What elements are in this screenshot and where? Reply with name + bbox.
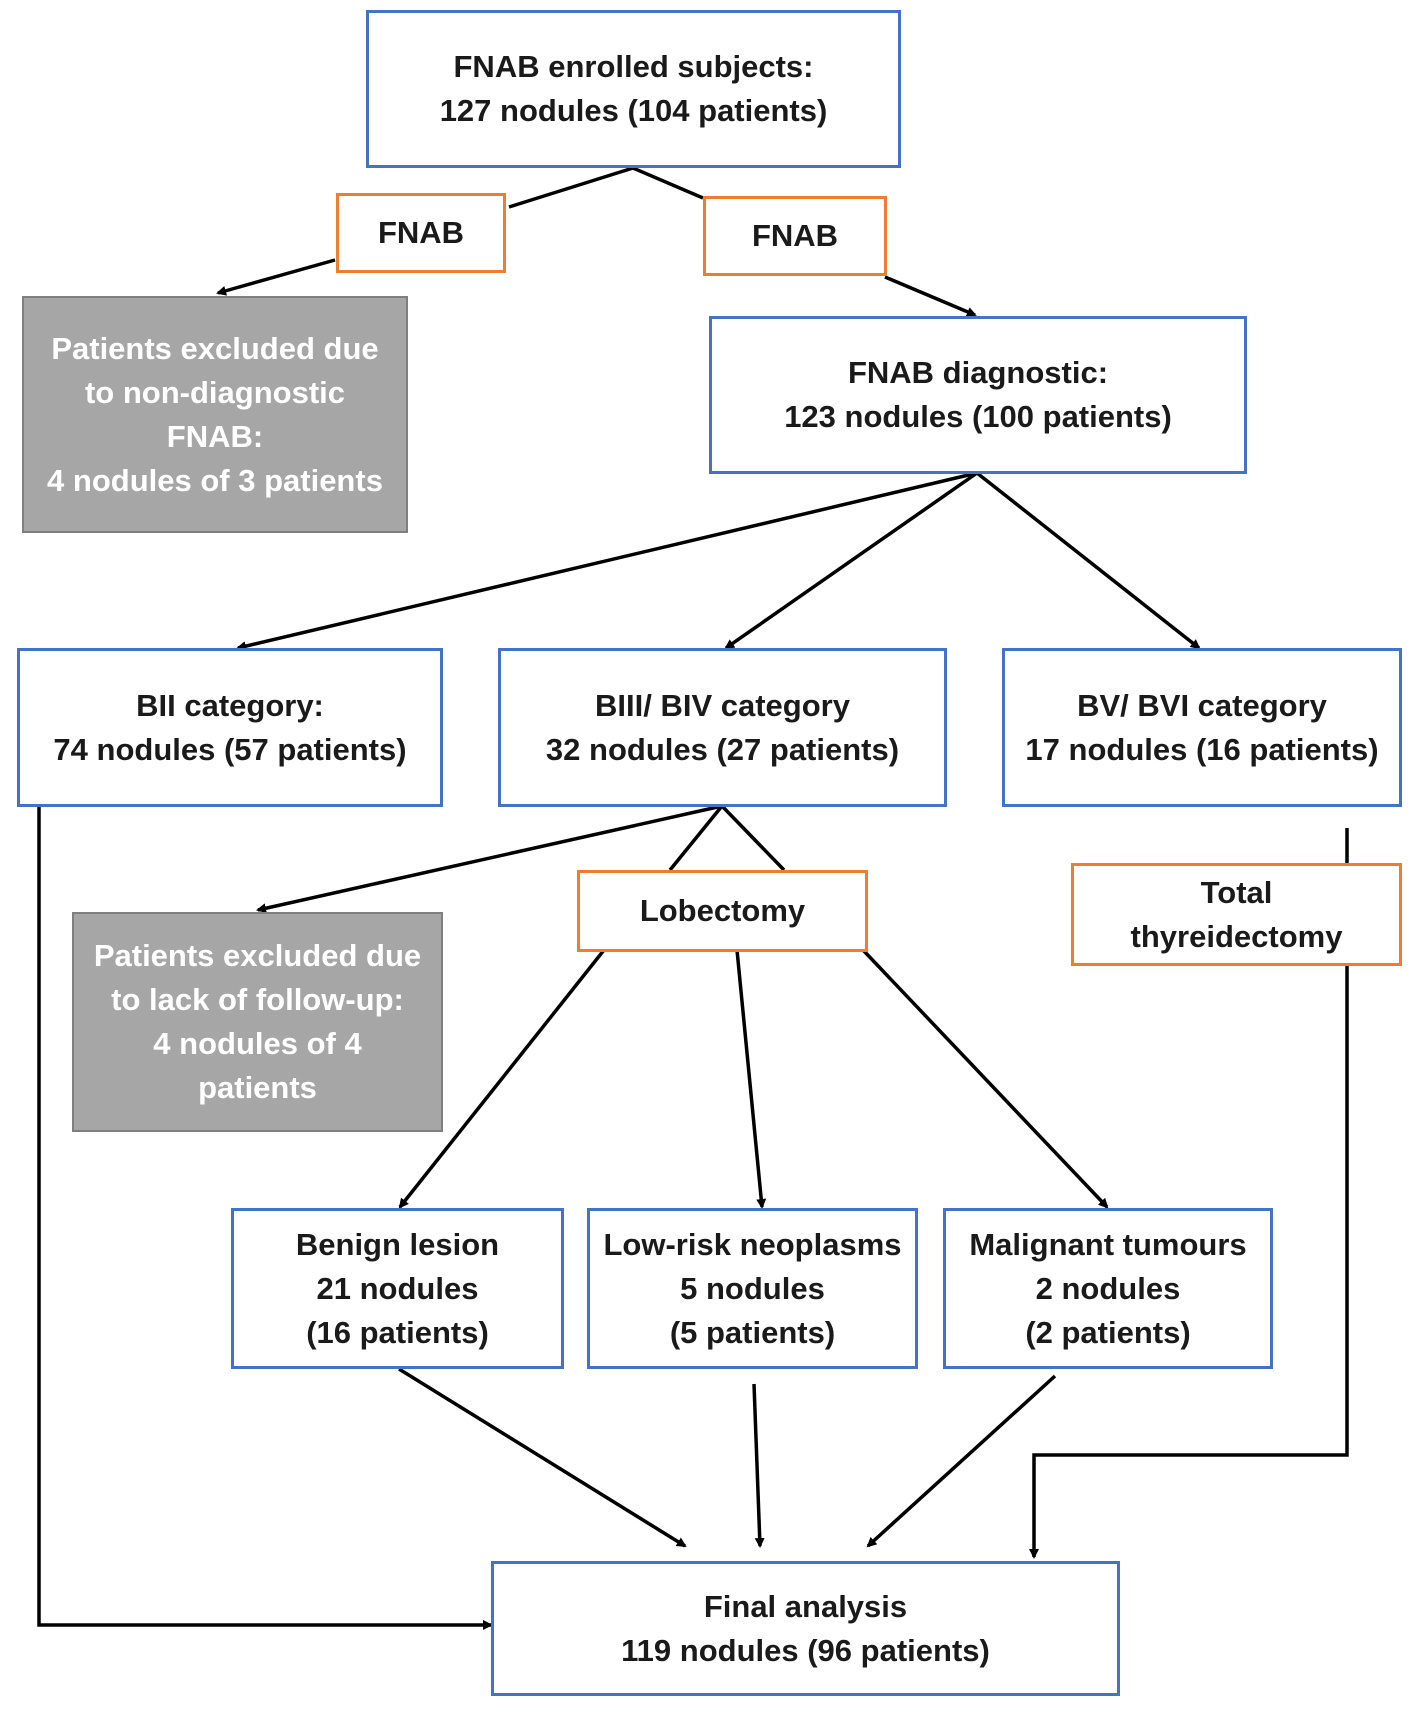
excluded-nondiagnostic-line-1: Patients excluded due <box>51 330 379 366</box>
excluded-followup-line-2: to lack of follow-up: <box>111 982 404 1017</box>
biii-biv-line-2: 32 nodules (27 patients) <box>545 731 900 767</box>
malignant-tumours-box: Malignant tumours 2 nodules (2 patients) <box>943 1208 1273 1369</box>
diagnostic-line-1: FNAB diagnostic: <box>847 355 1109 390</box>
fnab-right-label: FNAB <box>751 218 839 253</box>
connector-biii-to-lobectomy-right <box>720 804 786 872</box>
arrow-to-biii-biv <box>724 471 979 650</box>
low-risk-line-3: (5 patients) <box>669 1314 836 1350</box>
lobectomy-box: Lobectomy <box>577 870 868 952</box>
bv-bvi-category-box: BV/ BVI category 17 nodules (16 patients… <box>1002 648 1402 807</box>
arrow-total-to-final <box>1029 965 1349 1559</box>
connector-biii-to-lobectomy-left <box>668 804 724 872</box>
lobectomy-label: Lobectomy <box>639 893 806 928</box>
excluded-nondiagnostic-box: Patients excluded due to non-diagnostic … <box>22 296 408 533</box>
arrow-to-excluded-followup <box>256 804 723 914</box>
excluded-followup-line-1: Patients excluded due <box>93 938 422 973</box>
malignant-line-1: Malignant tumours <box>969 1226 1247 1262</box>
arrow-to-diagnostic <box>884 275 977 317</box>
diagnostic-line-2: 123 nodules (100 patients) <box>784 399 1172 434</box>
total-thyreidectomy-box: Total thyreidectomy <box>1071 863 1402 966</box>
low-risk-line-1: Low-risk neoplasms <box>603 1226 902 1262</box>
arrow-to-malignant <box>861 948 1109 1209</box>
final-line-1: Final analysis <box>703 1588 908 1624</box>
malignant-line-3: (2 patients) <box>1025 1314 1191 1350</box>
diagnostic-box: FNAB diagnostic: 123 nodules (100 patien… <box>709 316 1247 474</box>
fnab-right-box: FNAB <box>703 196 887 276</box>
bv-bvi-line-2: 17 nodules (16 patients) <box>1025 731 1379 767</box>
connector-enrolled-to-fnab-right <box>632 166 704 200</box>
benign-line-2: 21 nodules <box>316 1270 479 1306</box>
arrow-benign-to-final <box>398 1367 687 1548</box>
final-analysis-box: Final analysis 119 nodules (96 patients) <box>491 1561 1120 1696</box>
low-risk-neoplasms-box: Low-risk neoplasms 5 nodules (5 patients… <box>587 1208 918 1369</box>
low-risk-line-2: 5 nodules <box>680 1270 825 1306</box>
total-thyreidectomy-line-1: Total <box>1200 874 1273 910</box>
biii-biv-category-box: BIII/ BIV category 32 nodules (27 patien… <box>498 648 947 807</box>
benign-line-1: Benign lesion <box>295 1226 500 1262</box>
malignant-line-2: 2 nodules <box>1035 1270 1181 1306</box>
biii-biv-line-1: BIII/ BIV category <box>595 687 850 723</box>
final-line-2: 119 nodules (96 patients) <box>621 1632 990 1668</box>
arrow-bii-to-final <box>37 805 493 1630</box>
arrow-to-bv-bvi <box>975 471 1201 650</box>
excluded-followup-line-4: patients <box>198 1070 317 1105</box>
arrow-to-benign <box>398 948 606 1209</box>
arrow-low-risk-to-final <box>752 1383 765 1548</box>
enrolled-subjects-box: FNAB enrolled subjects: 127 nodules (104… <box>366 10 901 168</box>
benign-lesion-box: Benign lesion 21 nodules (16 patients) <box>231 1208 564 1369</box>
excluded-followup-box: Patients excluded due to lack of follow-… <box>72 912 443 1132</box>
fnab-left-label: FNAB <box>377 215 465 250</box>
arrow-to-bii <box>236 471 978 652</box>
excluded-nondiagnostic-line-4: 4 nodules of 3 patients <box>47 462 383 498</box>
total-thyreidectomy-line-2: thyreidectomy <box>1130 918 1343 954</box>
arrow-malignant-to-final <box>866 1374 1057 1548</box>
arrow-to-excluded-nondiagnostic <box>216 258 336 296</box>
fnab-left-box: FNAB <box>336 193 506 273</box>
enrolled-line-2: 127 nodules (104 patients) <box>439 93 828 128</box>
excluded-nondiagnostic-line-2: to non-diagnostic <box>84 374 346 410</box>
benign-line-3: (16 patients) <box>306 1314 489 1350</box>
bii-line-1: BII category: <box>136 687 324 723</box>
bii-category-box: BII category: 74 nodules (57 patients) <box>17 648 443 807</box>
excluded-followup-line-3: 4 nodules of 4 <box>153 1026 362 1061</box>
bv-bvi-line-1: BV/ BVI category <box>1077 687 1327 723</box>
bii-line-2: 74 nodules (57 patients) <box>53 731 407 767</box>
enrolled-line-1: FNAB enrolled subjects: <box>453 49 814 84</box>
excluded-nondiagnostic-line-3: FNAB: <box>166 418 264 454</box>
connector-enrolled-to-fnab-left <box>508 166 634 209</box>
arrow-to-low-risk <box>735 949 767 1209</box>
